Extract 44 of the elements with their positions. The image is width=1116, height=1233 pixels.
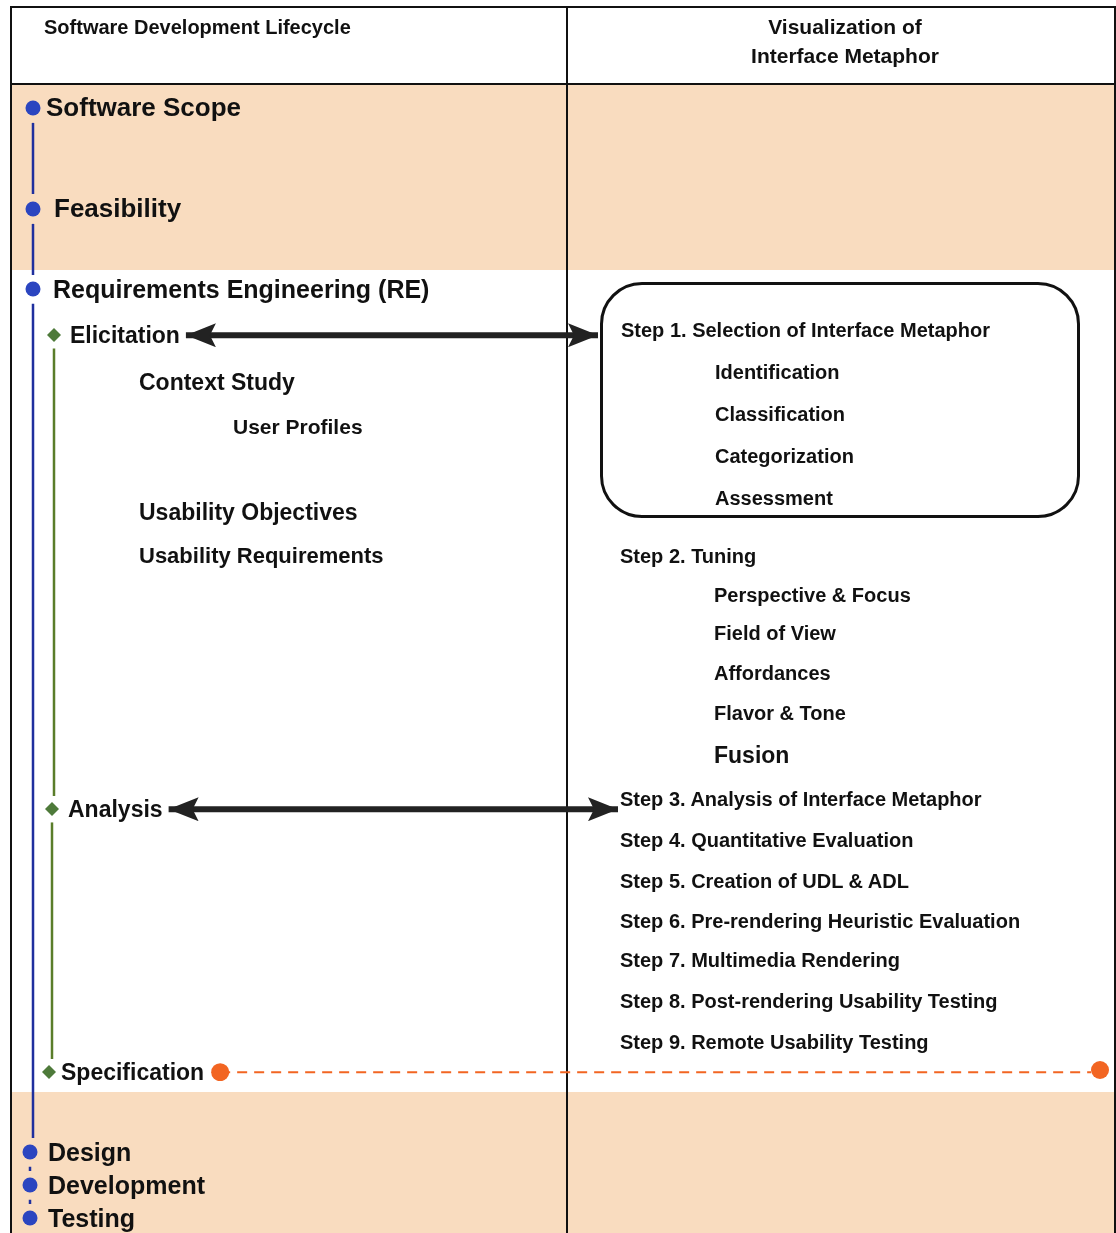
phase-label: Elicitation — [70, 322, 180, 349]
step-text: Step 5. Creation of UDL & ADL — [620, 870, 909, 893]
timeline-line — [52, 348, 56, 796]
timeline-line — [50, 822, 54, 1059]
activity-text: Usability Objectives — [139, 499, 358, 526]
phase-label: Specification — [61, 1059, 205, 1086]
column-header: Software Development Lifecycle — [44, 16, 351, 39]
substep-text: Perspective & Focus — [714, 584, 911, 607]
phase-label: Feasibility — [54, 194, 182, 224]
timeline-line — [31, 303, 35, 1138]
phase-label: Development — [48, 1171, 205, 1200]
rounded-outline — [600, 282, 1080, 518]
substep-text: Flavor & Tone — [714, 702, 846, 725]
double-arrow — [185, 323, 598, 348]
step-text: Step 2. Tuning — [620, 545, 757, 568]
activity-text: User Profiles — [233, 415, 363, 440]
activity-text: Usability Requirements — [139, 543, 384, 569]
substep-text: Field of View — [714, 622, 836, 645]
step-text: Step 4. Quantitative Evaluation — [620, 829, 914, 852]
column-header: Visualization of Interface Metaphor — [750, 14, 940, 70]
step-text: Step 8. Post-rendering Usability Testing — [620, 990, 998, 1013]
substep-text: Categorization — [715, 445, 854, 468]
timeline-line — [31, 122, 35, 194]
substep-text: Affordances — [714, 662, 831, 685]
substep-text: Assessment — [715, 487, 833, 510]
substep-text: Identification — [715, 361, 840, 384]
substep-text: Fusion — [714, 742, 790, 769]
step-text: Step 7. Multimedia Rendering — [620, 949, 901, 972]
phase-label: Design — [48, 1138, 132, 1167]
step-heading: Step 1. Selection of Interface Metaphor — [621, 319, 990, 342]
double-arrow — [168, 797, 618, 822]
step-text: Step 3. Analysis of Interface Metaphor — [620, 788, 982, 811]
phase-label: Analysis — [68, 796, 163, 823]
activity-text: Context Study — [139, 369, 295, 396]
phase-label: Software Scope — [46, 93, 242, 123]
phase-label: Testing — [48, 1204, 136, 1233]
phase-label: Requirements Engineering (RE) — [53, 275, 430, 304]
timeline-line — [28, 1199, 32, 1204]
step-text: Step 6. Pre-rendering Heuristic Evaluation — [620, 910, 1021, 933]
dashed-line — [211, 1063, 1092, 1082]
substep-text: Classification — [715, 403, 846, 426]
timeline-line — [28, 1166, 32, 1171]
step-text: Step 9. Remote Usability Testing — [620, 1031, 929, 1054]
timeline-line — [31, 223, 35, 275]
